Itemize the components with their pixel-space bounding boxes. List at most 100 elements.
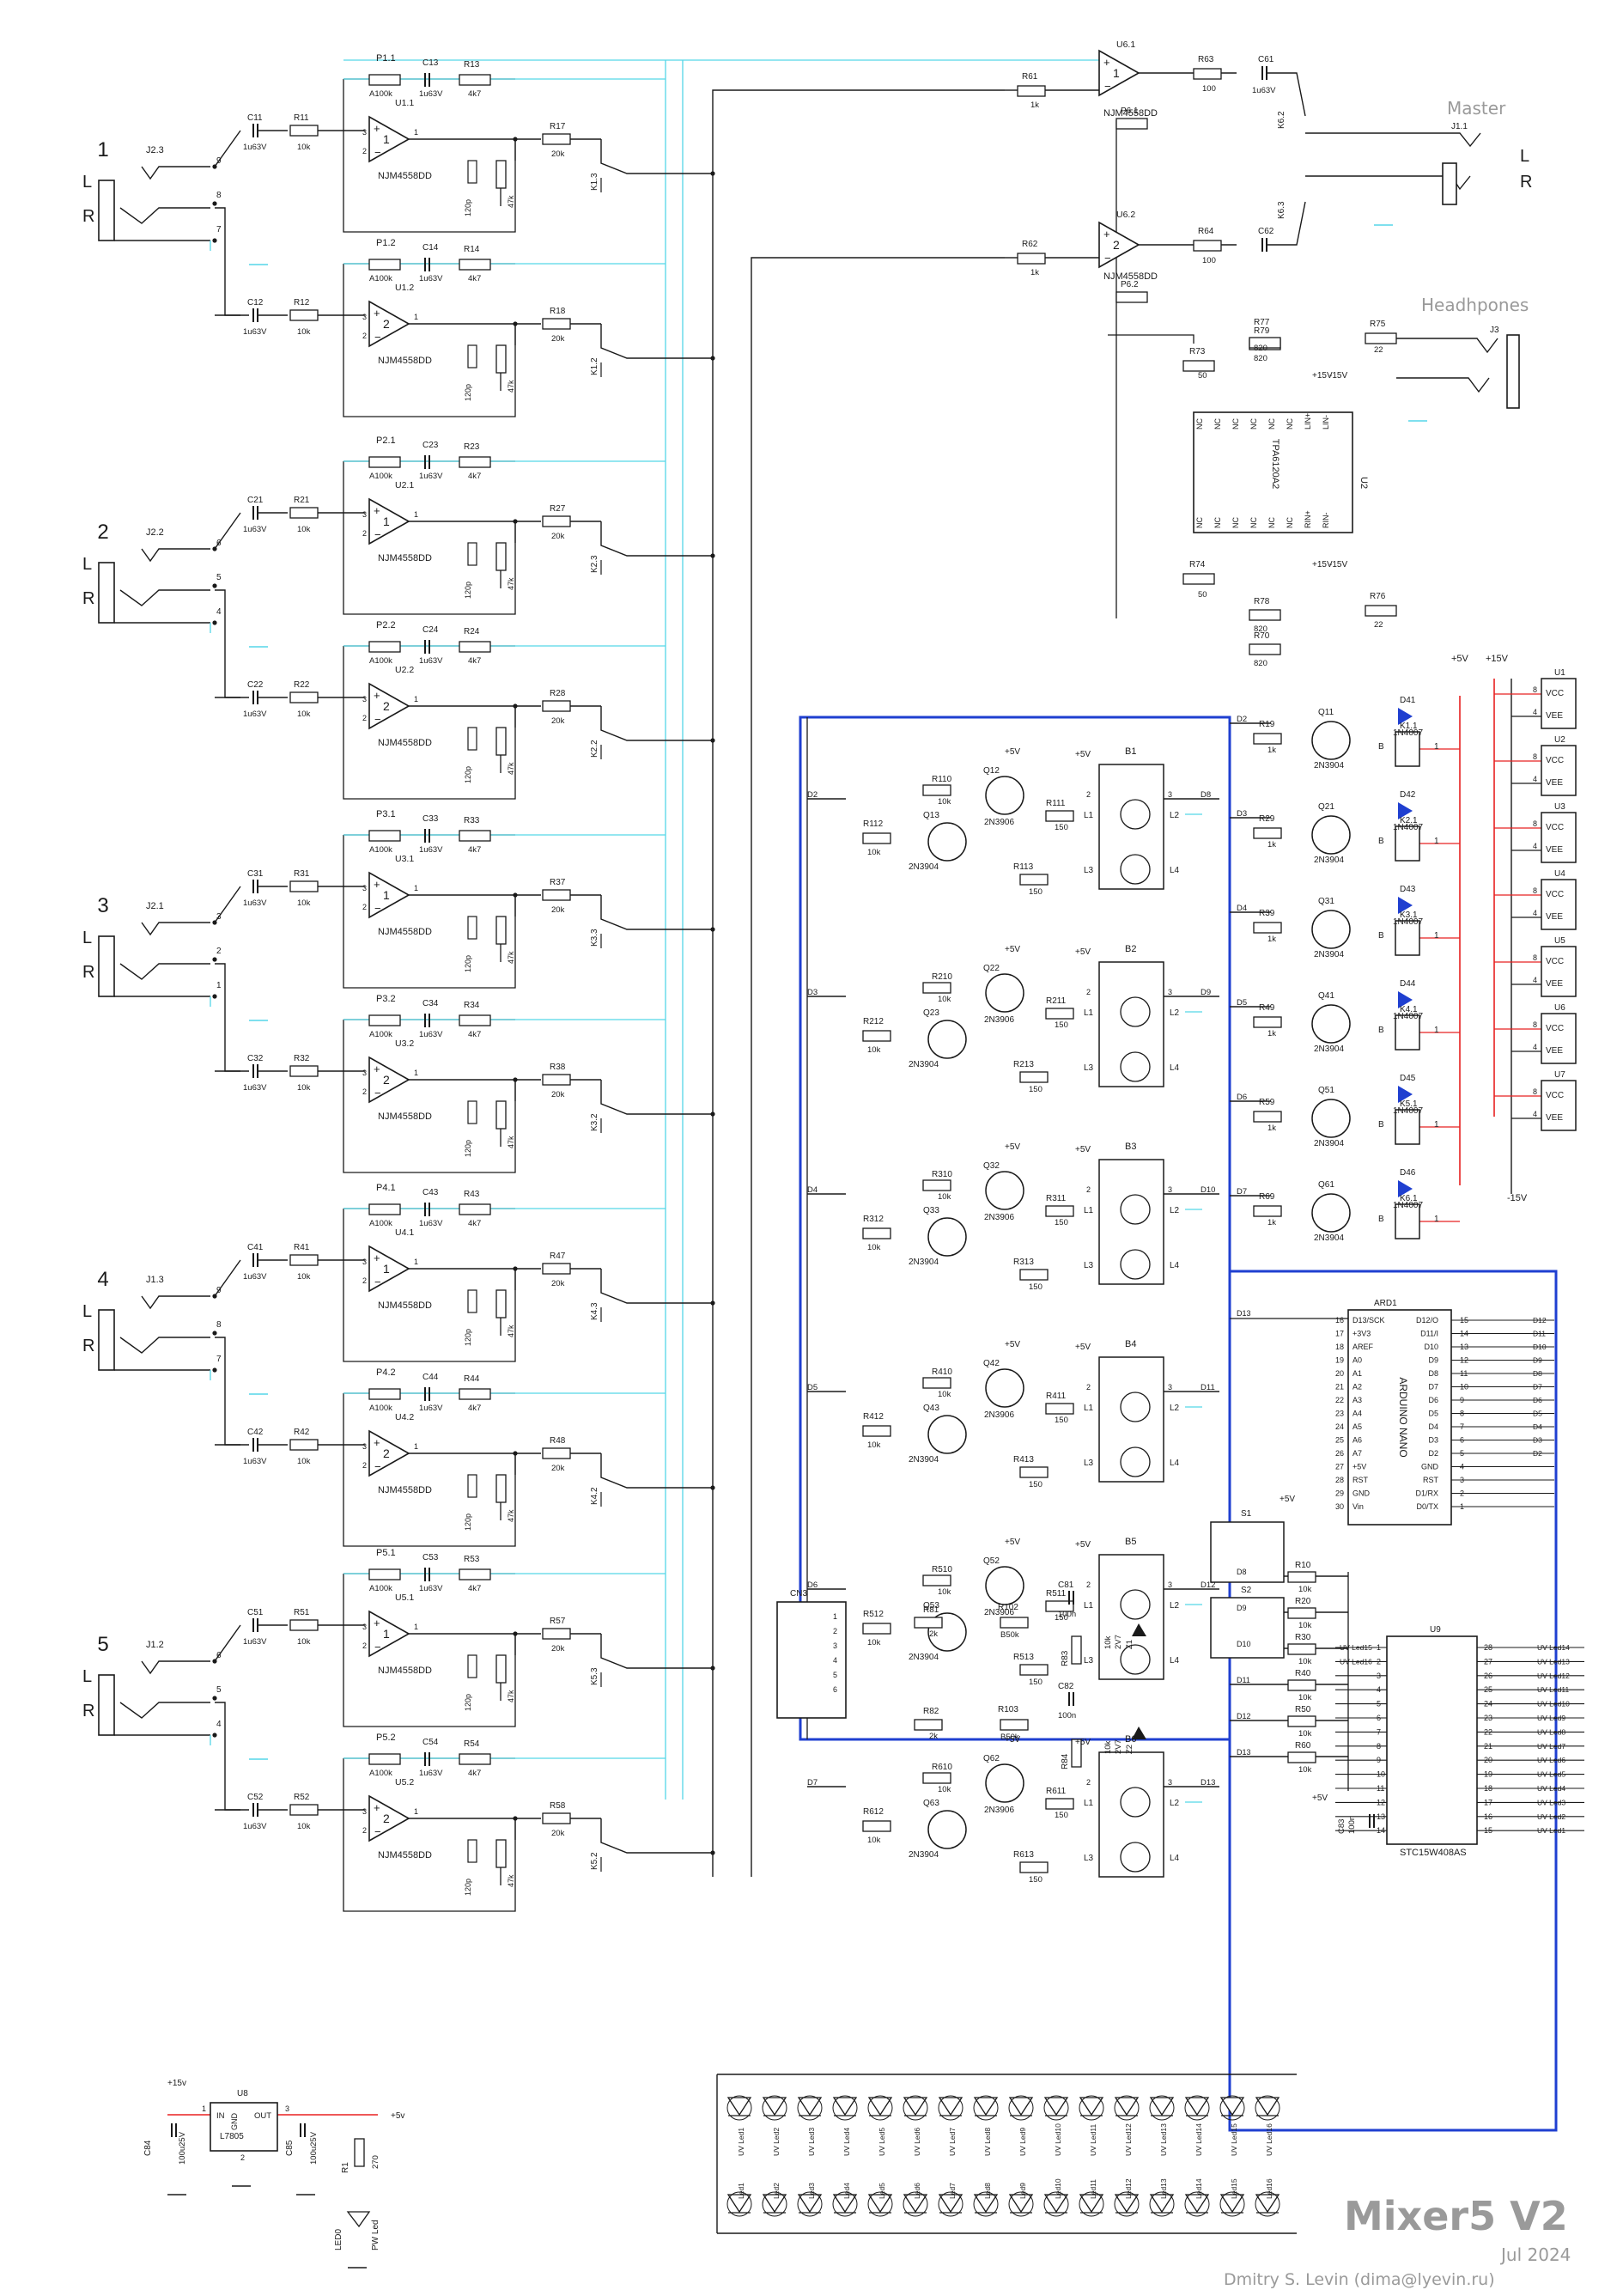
res-ref: R34 bbox=[464, 1001, 480, 1010]
res-value: 10k bbox=[297, 327, 311, 337]
uv-led bbox=[1114, 2097, 1140, 2116]
cap-value: 1u63V bbox=[243, 1637, 267, 1647]
r103 bbox=[1000, 1719, 1029, 1731]
uv-led-label: UV Led3 bbox=[807, 2128, 816, 2156]
cap-value: 1u63V bbox=[419, 472, 443, 481]
uv-led-ring bbox=[867, 2095, 893, 2121]
feedback-loop bbox=[343, 461, 516, 615]
jack-body bbox=[98, 1674, 115, 1736]
ard-pin-name: D12/O bbox=[1416, 1316, 1438, 1325]
ard-pin-num: 19 bbox=[1335, 1356, 1344, 1365]
input-resistor bbox=[289, 691, 319, 703]
input-resistor bbox=[289, 1804, 319, 1816]
relay-ref: K3.3 bbox=[590, 929, 599, 947]
opamp-ref: U5.1 bbox=[395, 1593, 414, 1603]
jack-pin: 2 bbox=[216, 947, 222, 956]
pin: 2 bbox=[362, 903, 367, 911]
cn3-ref: CN3 bbox=[790, 1589, 807, 1599]
block-supply: +5V bbox=[1075, 750, 1091, 759]
mcu-frame bbox=[1228, 1270, 1558, 2132]
tpa-pin: NC bbox=[1249, 418, 1258, 429]
r77-ref: R77 bbox=[1254, 318, 1270, 327]
m15-label: -15V bbox=[1329, 560, 1347, 569]
mcu-pin: 25 bbox=[1484, 1685, 1492, 1694]
pin: 3 bbox=[285, 2104, 289, 2113]
ard-pin-name: GND bbox=[1352, 1489, 1371, 1498]
opamp bbox=[368, 871, 410, 919]
res-ref: R27 bbox=[550, 504, 566, 514]
jack-label-r: R bbox=[82, 207, 94, 226]
cap-value: 1u63V bbox=[419, 89, 443, 99]
mute-rbig-val: 10k bbox=[938, 1192, 951, 1202]
jack-ring bbox=[119, 963, 210, 980]
opamp-ref: U3.1 bbox=[395, 854, 414, 864]
ard-pin-num: 26 bbox=[1335, 1449, 1344, 1458]
jack-label-r: R bbox=[82, 1337, 94, 1355]
r1-val: 270 bbox=[371, 2155, 380, 2169]
r82 bbox=[914, 1719, 943, 1731]
res-value: 20k bbox=[551, 716, 565, 726]
pnp-transistor bbox=[985, 1566, 1024, 1605]
opamp-num: 2 bbox=[383, 699, 390, 713]
led-label: Led7 bbox=[948, 2183, 957, 2199]
supply-ref: U2 bbox=[1554, 735, 1565, 745]
pin: 1 bbox=[414, 1623, 418, 1631]
pullup-val: 10k bbox=[1298, 1765, 1312, 1775]
ard-pin-num: 25 bbox=[1335, 1436, 1344, 1445]
led-ring bbox=[726, 2191, 752, 2217]
mcu-pin: 18 bbox=[1484, 1784, 1492, 1793]
opamp-num: 1 bbox=[383, 1262, 390, 1276]
relay-coil bbox=[1395, 1109, 1420, 1145]
c84-val: 100u25V bbox=[178, 2131, 187, 2165]
opamp-minus: − bbox=[374, 528, 381, 541]
pin: 2 bbox=[1086, 1185, 1091, 1194]
pin: B bbox=[1378, 1215, 1384, 1224]
res-value: 20k bbox=[551, 334, 565, 344]
pin: 8 bbox=[1533, 685, 1537, 694]
uv-led-ring bbox=[903, 2095, 928, 2121]
mute-rb-val: 150 bbox=[1029, 1282, 1042, 1292]
mute-rsm-ref: R212 bbox=[863, 1017, 884, 1026]
ard-pin-name: D1/RX bbox=[1415, 1489, 1438, 1498]
mute-rbig-ref: R510 bbox=[932, 1565, 952, 1574]
pin-l3: L3 bbox=[1084, 1854, 1094, 1863]
pot bbox=[368, 1014, 401, 1026]
led bbox=[903, 2194, 928, 2214]
pullup-res bbox=[1287, 1751, 1316, 1763]
opamp-plus: + bbox=[374, 1436, 380, 1449]
junction bbox=[513, 1631, 518, 1636]
block-supply: +5V bbox=[1075, 1540, 1091, 1550]
uv-led-label: UV Led4 bbox=[842, 2128, 851, 2156]
q1-supply: +5V bbox=[1005, 1735, 1020, 1745]
supply-ref: U3 bbox=[1554, 802, 1565, 812]
pullup-net: D13 bbox=[1237, 1748, 1251, 1757]
pin: 1 bbox=[414, 884, 418, 892]
mcu-pin: 17 bbox=[1484, 1798, 1492, 1806]
mute-r-big bbox=[922, 1377, 951, 1389]
opamp-minus: − bbox=[374, 713, 381, 726]
jack-label-l: L bbox=[82, 555, 92, 574]
block-supply: +5V bbox=[1075, 1145, 1091, 1154]
output-resistor bbox=[542, 1074, 571, 1086]
pot bbox=[368, 1203, 401, 1215]
pin-l4: L4 bbox=[1170, 1261, 1180, 1270]
led-label: Led2 bbox=[772, 2183, 781, 2199]
uv-led-ring bbox=[797, 2095, 823, 2121]
res-ref: R37 bbox=[550, 878, 566, 887]
mute-r-big bbox=[922, 784, 951, 796]
pot-ref: P2.1 bbox=[376, 435, 396, 446]
r102 bbox=[1000, 1617, 1029, 1629]
led0-name: PW Led bbox=[371, 2220, 380, 2250]
uv-led-ring bbox=[938, 2095, 963, 2121]
k63-ref: K6.3 bbox=[1277, 201, 1286, 219]
jack-body bbox=[98, 562, 115, 624]
cap-ref: C32 bbox=[247, 1054, 264, 1063]
q1-ref: Q62 bbox=[983, 1754, 1000, 1763]
res-value: 10k bbox=[297, 1457, 311, 1466]
mute-ra-val: 150 bbox=[1055, 1811, 1068, 1820]
pin: 8 bbox=[1533, 819, 1537, 828]
led-label: Led16 bbox=[1265, 2178, 1273, 2199]
ard-pin-name: RST bbox=[1352, 1476, 1369, 1484]
relay-q-ref: Q41 bbox=[1318, 991, 1334, 1001]
mute-rsm-val: 10k bbox=[867, 1440, 881, 1450]
